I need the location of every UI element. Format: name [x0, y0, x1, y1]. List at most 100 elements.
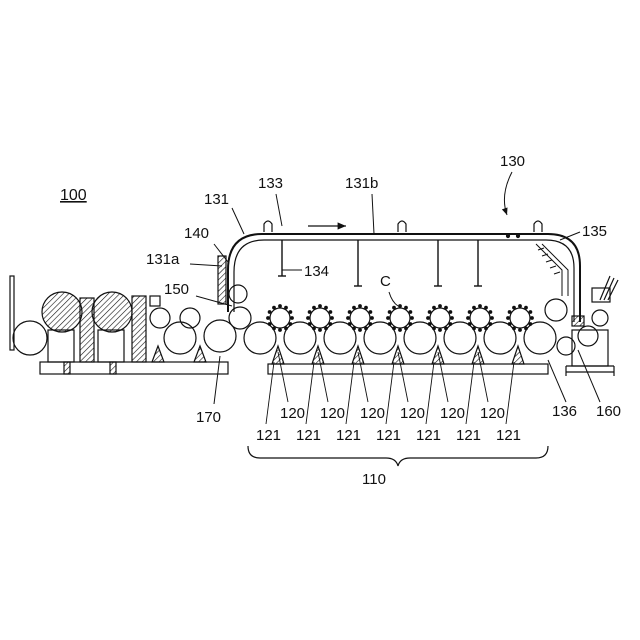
roller-spike — [513, 327, 516, 330]
guide-leader — [196, 296, 232, 306]
gear-leader — [548, 360, 566, 402]
process-roller — [364, 322, 396, 354]
roller-spike — [325, 327, 328, 330]
support-label: 121 — [496, 427, 521, 444]
group-bracket — [248, 446, 548, 466]
roller-spike — [409, 323, 412, 326]
roller-spike — [291, 317, 294, 320]
upper-roller — [350, 308, 370, 328]
roller-spike — [491, 317, 494, 320]
roller-spike — [411, 317, 414, 320]
roller-spike — [279, 305, 282, 308]
process-roller — [324, 322, 356, 354]
roller-spike — [433, 327, 436, 330]
support-label: 121 — [336, 427, 361, 444]
roller-spike — [405, 306, 408, 309]
roller-spike — [279, 329, 282, 332]
roller-spike — [289, 323, 292, 326]
tail-label: 135 — [582, 223, 607, 240]
carrier-trolleys — [264, 221, 542, 238]
roller-spike — [525, 327, 528, 330]
roller-spike — [285, 327, 288, 330]
roller-spike — [508, 311, 511, 314]
roller-c-leader — [389, 292, 398, 306]
support-label: 121 — [296, 427, 321, 444]
roller-spike — [405, 327, 408, 330]
roller-spike — [348, 323, 351, 326]
roller-spike — [433, 306, 436, 309]
process-roller — [444, 322, 476, 354]
upper-roller — [470, 308, 490, 328]
roller-spike — [268, 311, 271, 314]
support-label: 121 — [416, 427, 441, 444]
support-labels: 121121121121121121121 — [256, 427, 521, 444]
roller-spike — [308, 311, 311, 314]
roller-spike — [473, 327, 476, 330]
process-roller — [524, 322, 556, 354]
roller-spike — [365, 327, 368, 330]
hanger-label: 134 — [304, 263, 329, 280]
system-label: 100 — [60, 187, 87, 204]
support-label: 121 — [256, 427, 281, 444]
roller-spike — [399, 329, 402, 332]
roller-spike — [267, 317, 270, 320]
roller-spike — [428, 311, 431, 314]
roller-spike — [285, 306, 288, 309]
roller-spike — [307, 317, 310, 320]
roller-spike — [268, 323, 271, 326]
roller-spike — [369, 323, 372, 326]
support-pedestal — [352, 346, 364, 364]
roller-spike — [485, 306, 488, 309]
roller-spike — [393, 306, 396, 309]
roller-spike — [519, 329, 522, 332]
roller-spike — [479, 305, 482, 308]
roller-spike — [313, 306, 316, 309]
roller-spike — [519, 305, 522, 308]
roller-label: 120 — [440, 405, 465, 422]
roller-spike — [427, 317, 430, 320]
roller-spike — [449, 323, 452, 326]
conveyor-leader — [504, 172, 512, 215]
roller-spike — [347, 317, 350, 320]
carrier-leader — [276, 194, 282, 226]
roller-spike — [468, 311, 471, 314]
rail-b-label: 131b — [345, 175, 378, 192]
upper-roller — [390, 308, 410, 328]
roller-spike — [439, 305, 442, 308]
roller-spike — [353, 327, 356, 330]
roller-spike — [409, 311, 412, 314]
roller-spike — [388, 311, 391, 314]
conveyor-label: 130 — [500, 153, 525, 170]
upper-roller — [270, 308, 290, 328]
roller-spike — [388, 323, 391, 326]
roller-spike — [365, 306, 368, 309]
roller-spike — [319, 329, 322, 332]
support-label: 121 — [456, 427, 481, 444]
roller-spike — [387, 317, 390, 320]
roller-spike — [273, 306, 276, 309]
roller-label: 120 — [280, 405, 305, 422]
rail-leader — [232, 208, 244, 234]
roller-spike — [473, 306, 476, 309]
rail-a-leader — [190, 264, 222, 266]
roller-spike — [529, 323, 532, 326]
roller-spike — [353, 306, 356, 309]
roller-spike — [325, 306, 328, 309]
roller-spike — [359, 305, 362, 308]
group-label: 110 — [362, 471, 386, 488]
guide-label: 150 — [164, 281, 189, 298]
roller-spike — [525, 306, 528, 309]
process-roller — [404, 322, 436, 354]
rail-a-label: 131a — [146, 251, 180, 268]
upper-roller — [310, 308, 330, 328]
support-pedestal — [312, 346, 324, 364]
roller-label: 120 — [320, 405, 345, 422]
support-pedestal — [512, 346, 524, 364]
roller-spike — [485, 327, 488, 330]
roller-spike — [508, 323, 511, 326]
process-roller — [484, 322, 516, 354]
right-machine — [545, 276, 618, 376]
support-pedestal — [472, 346, 484, 364]
feed-leader — [214, 356, 220, 404]
